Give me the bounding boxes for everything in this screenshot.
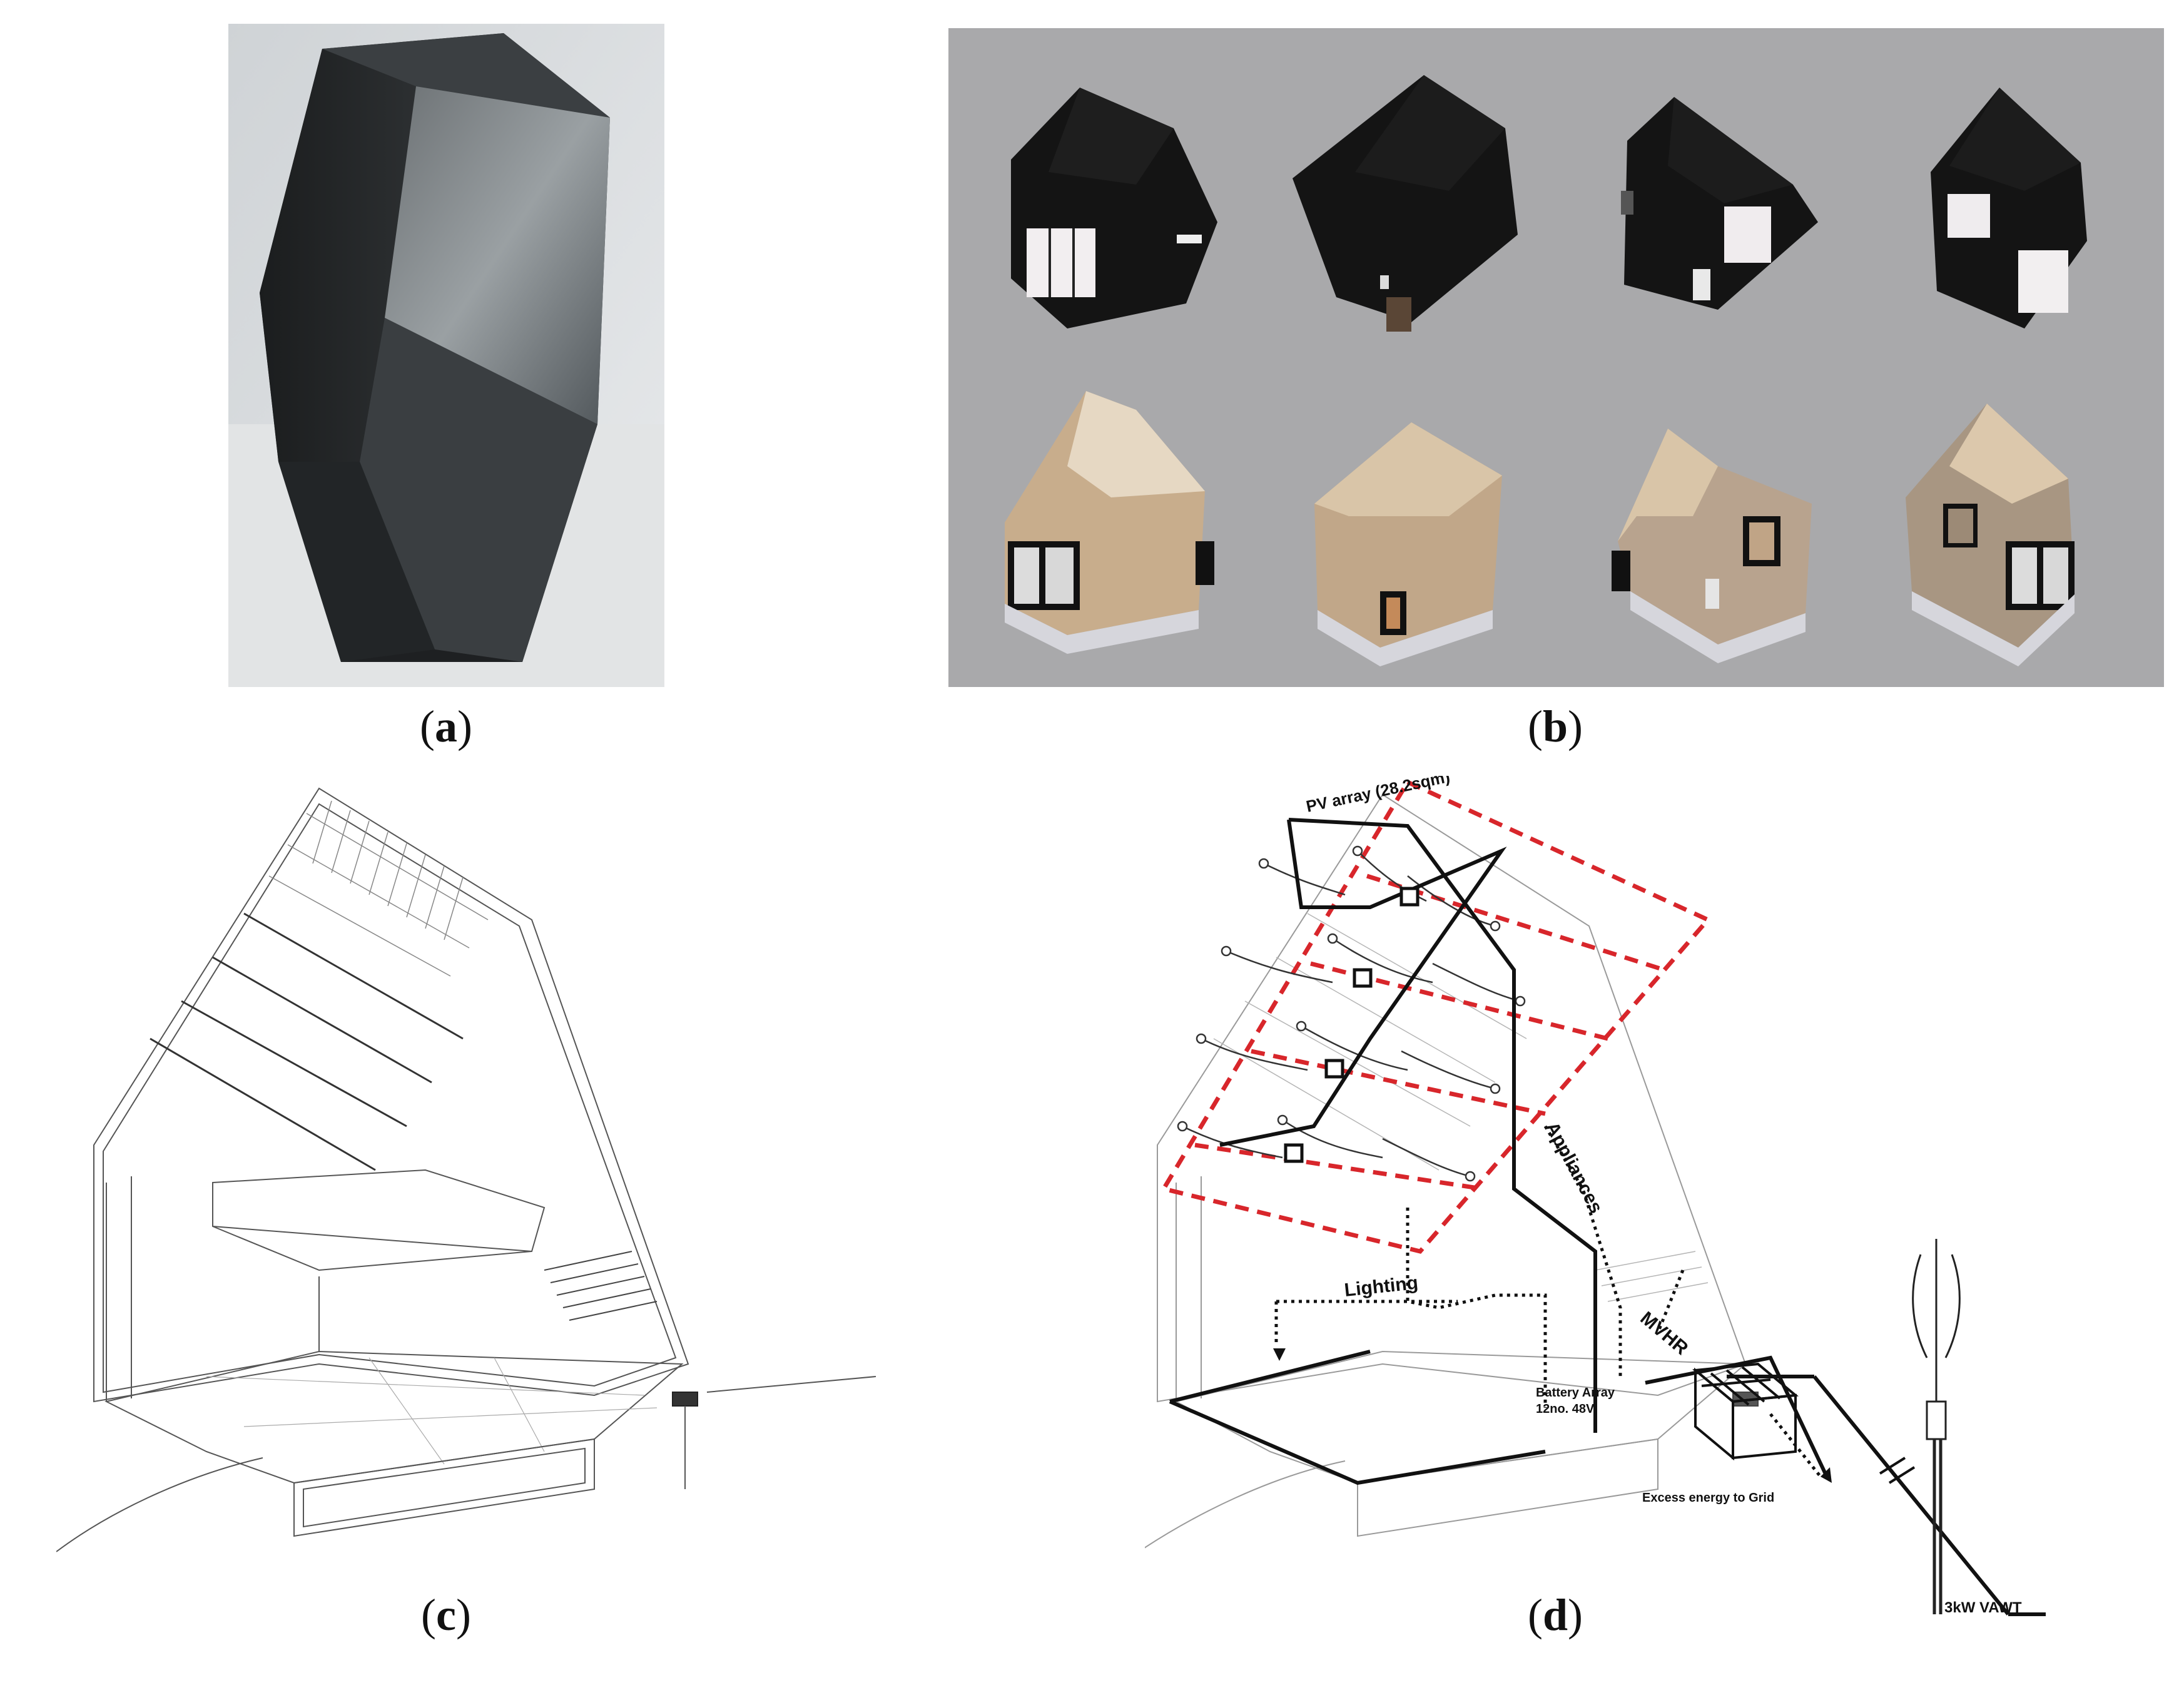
caption-d: (d) <box>1527 1590 1583 1640</box>
dotted-flows <box>1274 1125 1822 1478</box>
energy-system-diagram: PV array (28.2sqm) Appliances Lighting M… <box>1145 776 2046 1616</box>
panel-d-energy-diagram: PV array (28.2sqm) Appliances Lighting M… <box>1145 776 2140 1633</box>
dark-house-4 <box>1931 88 2087 328</box>
panel-a-photo <box>228 24 664 687</box>
cable-break-symbol <box>1879 1457 1916 1484</box>
caption-b: (b) <box>1527 701 1583 751</box>
label-mvhr: MVHR <box>1637 1308 1692 1359</box>
timber-house-3 <box>1612 429 1812 663</box>
junction-boxes <box>1284 887 1420 1163</box>
pv-wiring <box>1177 845 1526 1182</box>
battery-array <box>1692 1362 1799 1461</box>
panel-c-section <box>56 776 895 1583</box>
label-vawt: 3kW VAWT <box>1944 1599 2022 1616</box>
sculpture-photo <box>228 24 664 687</box>
dark-house-1 <box>1011 88 1217 328</box>
dark-house-2 <box>1293 75 1518 332</box>
caption-a: (a) <box>420 701 472 751</box>
label-battery-array: Battery Array <box>1536 1386 1615 1400</box>
label-lighting: Lighting <box>1343 1273 1419 1301</box>
section-line-drawing <box>56 787 876 1552</box>
label-battery-spec: 12no. 48V <box>1536 1402 1595 1416</box>
vawt-turbine <box>1912 1239 1961 1614</box>
pv-array-zones <box>1160 779 1712 1254</box>
timber-house-4 <box>1906 404 2075 666</box>
label-appliances: Appliances <box>1541 1119 1607 1217</box>
timber-house-2 <box>1314 422 1502 666</box>
house-render-grid <box>948 28 2164 687</box>
panel-b-renders <box>948 28 2164 687</box>
caption-c: (c) <box>421 1590 471 1640</box>
house-outline <box>1145 793 1759 1549</box>
dark-house-3 <box>1621 97 1818 310</box>
label-pv-array: PV array (28.2sqm) <box>1304 776 1451 816</box>
main-conductors <box>1169 818 2046 1616</box>
label-excess-energy: Excess energy to Grid <box>1642 1491 1774 1505</box>
timber-house-1 <box>1005 391 1214 654</box>
